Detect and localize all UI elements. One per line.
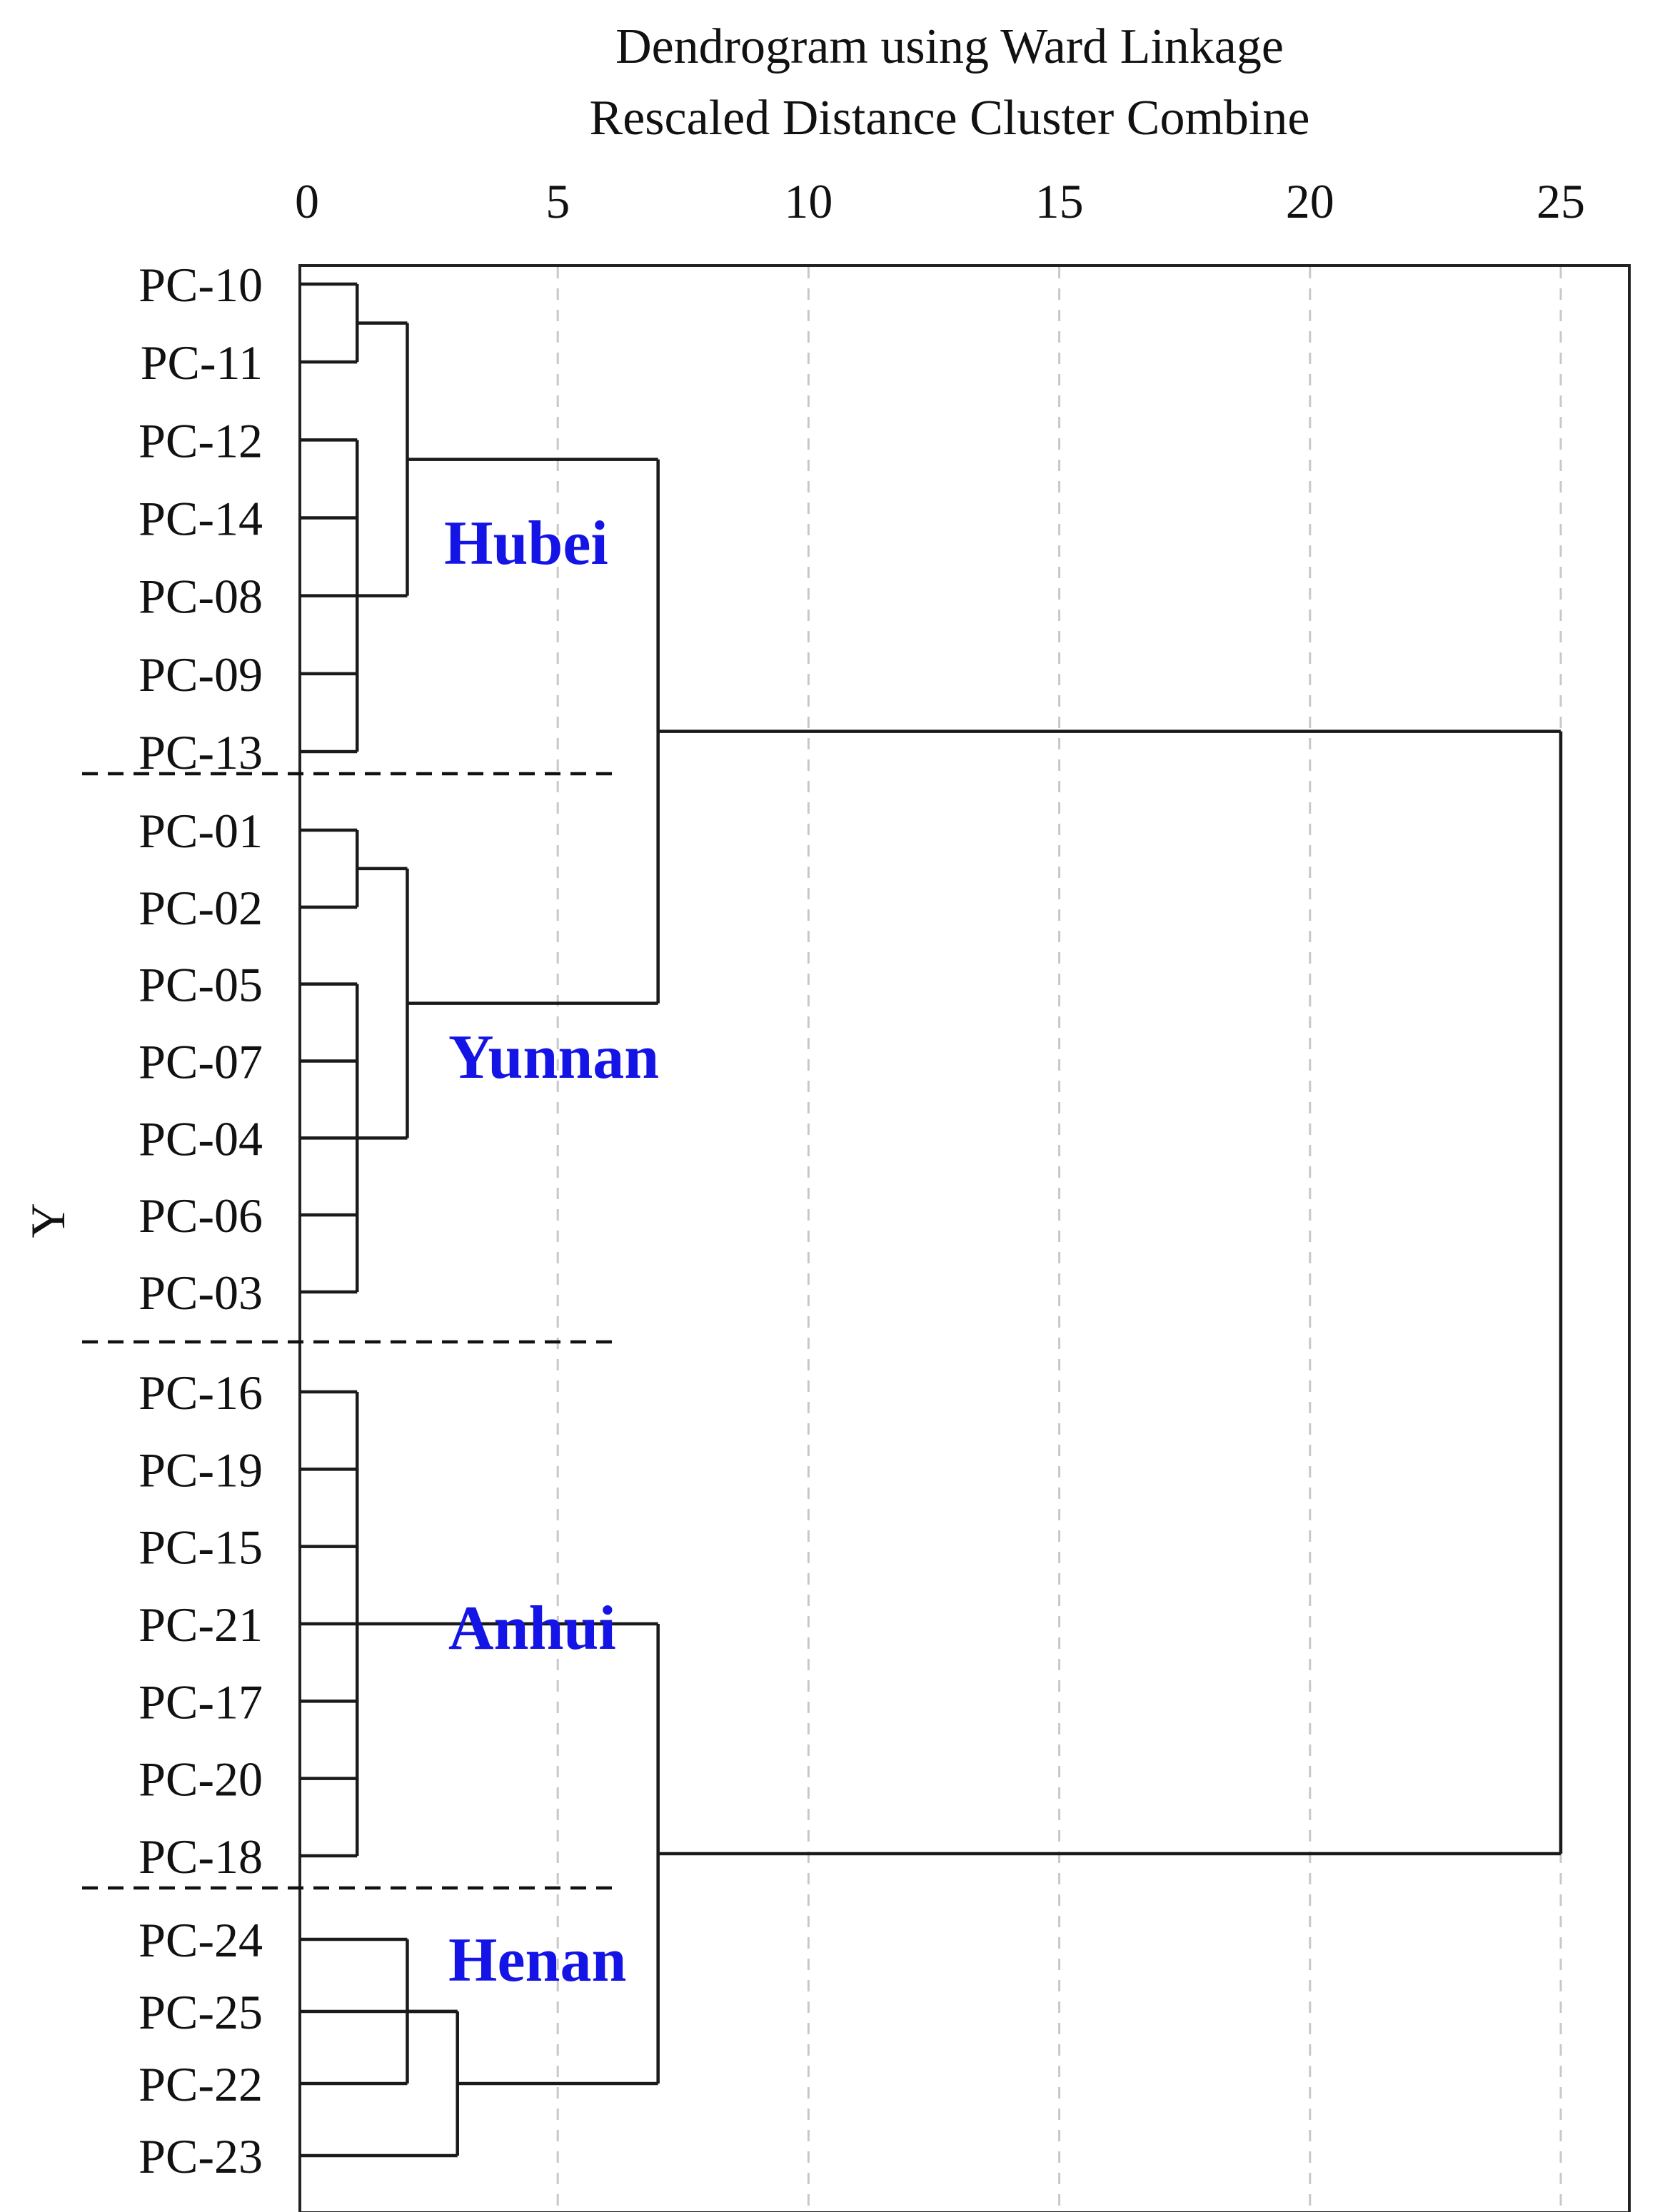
leaf-label: PC-25: [139, 1985, 263, 2039]
y-axis-label: Y: [21, 1203, 75, 1238]
leaf-label: PC-17: [139, 1675, 263, 1729]
x-tick-label: 10: [784, 174, 833, 228]
leaf-label: PC-23: [139, 2129, 263, 2183]
leaf-label: PC-24: [139, 1913, 263, 1967]
leaf-label: PC-20: [139, 1752, 263, 1807]
leaf-label: PC-09: [139, 647, 263, 702]
plot-frame: [298, 264, 1631, 2212]
x-tick-label: 15: [1035, 174, 1084, 228]
x-tick-label: 5: [545, 174, 570, 228]
x-axis-ticks: 0 5 10 15 20 25: [295, 174, 1585, 228]
group-label: Henan: [448, 1926, 626, 1995]
chart-title-line-1: Dendrogram using Ward Linkage: [615, 19, 1284, 74]
leaf-label: PC-21: [139, 1597, 263, 1652]
leaf-label: PC-02: [139, 881, 263, 935]
leaf-label: PC-08: [139, 570, 263, 624]
grid-lines: [556, 267, 1562, 2210]
leaf-label: PC-06: [139, 1188, 263, 1243]
leaf-label: PC-04: [139, 1111, 263, 1166]
leaf-label: PC-07: [139, 1035, 263, 1089]
x-tick-label: 0: [295, 174, 319, 228]
x-tick-label: 25: [1536, 174, 1585, 228]
leaf-label: PC-22: [139, 2057, 263, 2111]
leaf-label: PC-15: [139, 1520, 263, 1575]
chart-title-line-2: Rescaled Distance Cluster Combine: [590, 91, 1310, 146]
leaf-label: PC-10: [139, 258, 263, 312]
x-tick-label: 20: [1286, 174, 1334, 228]
group-label: Anhui: [448, 1594, 616, 1663]
leaf-label: PC-11: [141, 335, 263, 390]
leaf-label: PC-05: [139, 958, 263, 1012]
leaf-label: PC-18: [139, 1829, 263, 1884]
group-label: Yunnan: [448, 1023, 659, 1092]
group-separators: [82, 772, 621, 1890]
leaf-labels: PC-10PC-11PC-12PC-14PC-08PC-09PC-13PC-01…: [139, 258, 263, 2183]
leaf-label: PC-13: [139, 725, 263, 779]
dendrogram-links: [300, 282, 1563, 2158]
leaf-label: PC-01: [139, 804, 263, 858]
leaf-label: PC-16: [139, 1365, 263, 1420]
leaf-label: PC-14: [139, 492, 263, 546]
leaf-label: PC-12: [139, 413, 263, 468]
leaf-label: PC-03: [139, 1266, 263, 1320]
group-label: Hubei: [444, 509, 608, 578]
leaf-label: PC-19: [139, 1443, 263, 1497]
